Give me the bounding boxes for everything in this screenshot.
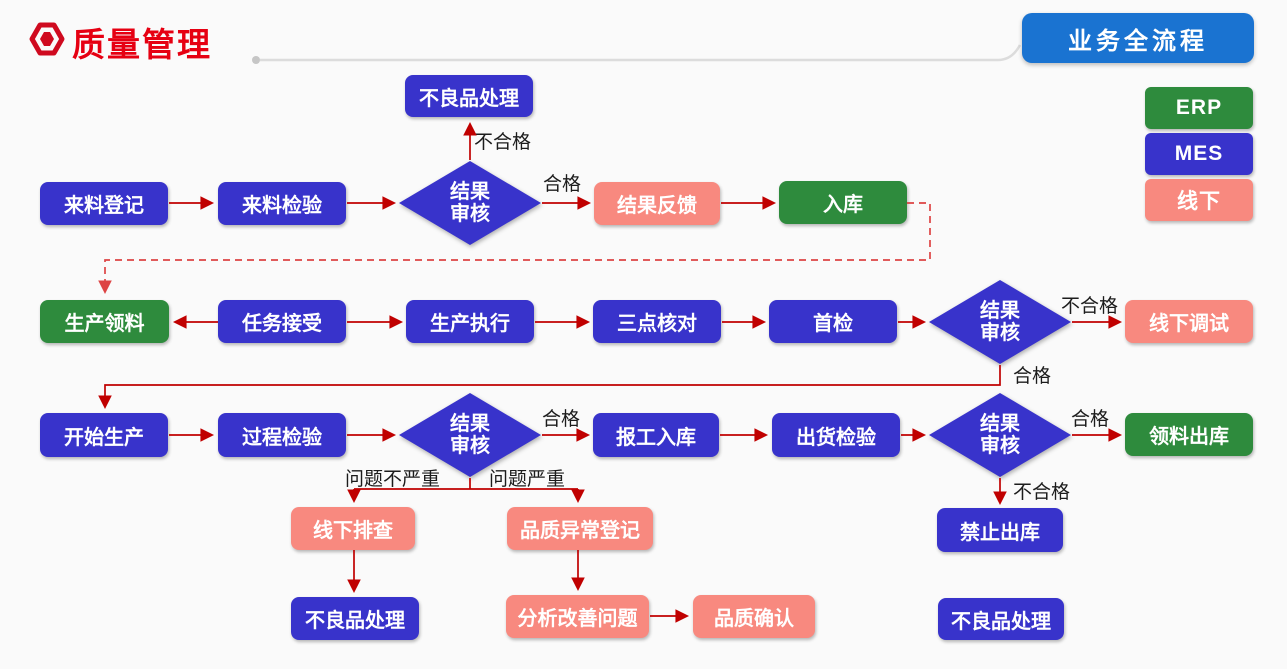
node-incoming-register: 来料登记	[40, 182, 168, 225]
node-task-accept: 任务接受	[218, 300, 346, 343]
node-offline-troubleshoot: 线下排查	[291, 507, 415, 550]
edge-label-pass-1: 合格	[543, 174, 582, 195]
page-title: 质量管理	[72, 26, 212, 63]
node-three-point-check: 三点核对	[593, 300, 721, 343]
node-quality-confirm: 品质确认	[693, 595, 815, 638]
node-result-feedback: 结果反馈	[594, 182, 720, 225]
edge-review2-pass-to-start	[98, 365, 1001, 410]
node-process-inspect: 过程检验	[218, 413, 346, 457]
edge-label-fail-2: 不合格	[1061, 296, 1119, 317]
node-defect-handling-top: 不良品处理	[405, 75, 533, 117]
node-defect-handling-left: 不良品处理	[291, 597, 419, 640]
node-defect-handling-right: 不良品处理	[938, 598, 1064, 640]
node-forbid-out: 禁止出库	[937, 508, 1063, 552]
node-report-warehouse-in: 报工入库	[593, 413, 719, 457]
node-production-exec: 生产执行	[406, 300, 534, 343]
node-pick-out: 领料出库	[1125, 413, 1253, 456]
decision-review-4: 结果审核	[929, 393, 1071, 477]
legend-offline: 线下	[1145, 179, 1253, 221]
node-analyze-improve: 分析改善问题	[506, 595, 649, 638]
node-incoming-inspect: 来料检验	[218, 182, 346, 225]
edge-label-pass-4: 合格	[1071, 409, 1110, 430]
node-quality-abnormal-register: 品质异常登记	[507, 507, 653, 550]
legend-mes: MES	[1145, 133, 1253, 175]
quality-logo-icon	[29, 22, 65, 56]
node-shipment-inspect: 出货检验	[772, 413, 900, 457]
decision-review-3: 结果审核	[399, 393, 541, 477]
node-production-pick: 生产领料	[40, 300, 169, 343]
edge-label-pass-2: 合格	[1013, 366, 1052, 387]
node-offline-debug: 线下调试	[1125, 300, 1253, 343]
node-warehouse-in: 入库	[779, 181, 907, 224]
edge-label-major: 问题严重	[489, 469, 566, 490]
full-process-button[interactable]: 业务全流程	[1022, 13, 1254, 63]
node-first-inspect: 首检	[769, 300, 897, 343]
edge-label-minor: 问题不严重	[345, 469, 441, 490]
edge-label-fail-1: 不合格	[474, 132, 532, 153]
edge-label-fail-3: 不合格	[1013, 482, 1071, 503]
edge-label-pass-3: 合格	[542, 409, 581, 430]
node-start-production: 开始生产	[40, 413, 168, 457]
decision-review-1: 结果审核	[399, 161, 541, 245]
decision-review-2: 结果审核	[929, 280, 1071, 364]
legend-erp: ERP	[1145, 87, 1253, 129]
